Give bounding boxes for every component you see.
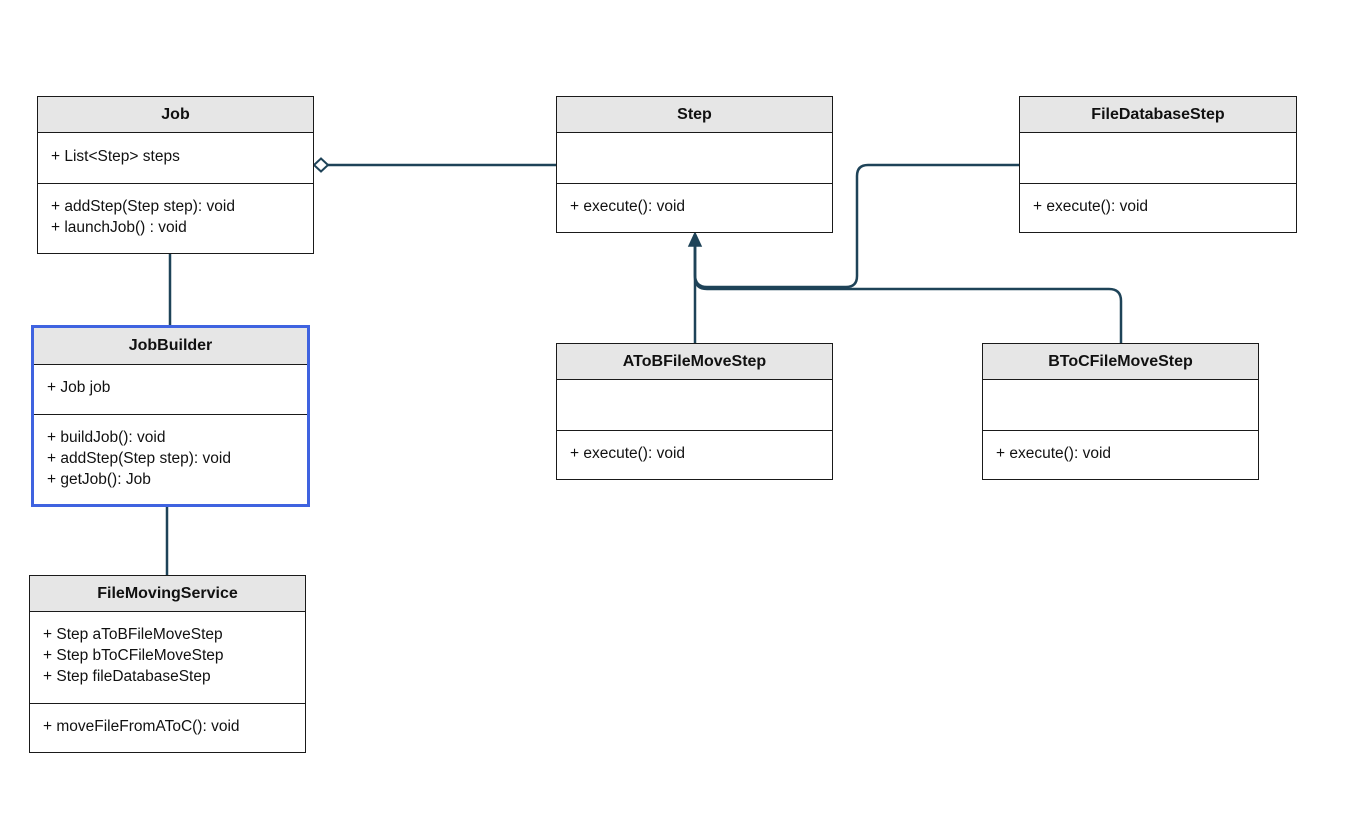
class-a-to-b-file-move-step-attributes (557, 380, 832, 431)
class-file-database-step-methods: + execute(): void (1020, 184, 1296, 217)
class-step-name: Step (557, 97, 832, 133)
aggregation-diamond-icon (312, 157, 330, 173)
attribute: + Step fileDatabaseStep (43, 668, 211, 685)
class-job-methods: + addStep(Step step): void + launchJob()… (38, 184, 313, 238)
class-job-builder-methods: + buildJob(): void + addStep(Step step):… (34, 415, 307, 490)
class-job-attributes: + List<Step> steps (38, 133, 313, 184)
class-job[interactable]: Job + List<Step> steps + addStep(Step st… (37, 96, 314, 254)
class-job-builder-name: JobBuilder (34, 328, 307, 365)
class-step[interactable]: Step + execute(): void (556, 96, 833, 233)
class-file-moving-service-attributes: + Step aToBFileMoveStep + Step bToCFileM… (30, 612, 305, 704)
class-job-name: Job (38, 97, 313, 133)
class-step-methods: + execute(): void (557, 184, 832, 217)
class-file-database-step-name: FileDatabaseStep (1020, 97, 1296, 133)
class-b-to-c-file-move-step-name: BToCFileMoveStep (983, 344, 1258, 380)
attribute: + Step bToCFileMoveStep (43, 647, 224, 664)
class-file-database-step[interactable]: FileDatabaseStep + execute(): void (1019, 96, 1297, 233)
class-file-moving-service-methods: + moveFileFromAToC(): void (30, 704, 305, 737)
class-b-to-c-file-move-step[interactable]: BToCFileMoveStep + execute(): void (982, 343, 1259, 480)
method: + buildJob(): void (47, 429, 166, 446)
class-file-moving-service[interactable]: FileMovingService + Step aToBFileMoveSte… (29, 575, 306, 753)
class-job-builder[interactable]: JobBuilder + Job job + buildJob(): void … (31, 325, 310, 507)
attribute: + List<Step> steps (51, 148, 180, 165)
class-a-to-b-file-move-step-methods: + execute(): void (557, 431, 832, 464)
class-b-to-c-file-move-step-methods: + execute(): void (983, 431, 1258, 464)
method: + moveFileFromAToC(): void (43, 718, 240, 735)
method: + addStep(Step step): void (51, 198, 235, 215)
class-a-to-b-file-move-step-name: AToBFileMoveStep (557, 344, 832, 380)
class-file-moving-service-name: FileMovingService (30, 576, 305, 612)
method: + getJob(): Job (47, 471, 151, 488)
method: + execute(): void (570, 198, 686, 215)
method: + execute(): void (996, 445, 1112, 462)
class-step-attributes (557, 133, 832, 184)
class-job-builder-attributes: + Job job (34, 365, 307, 415)
method: + execute(): void (1033, 198, 1149, 215)
class-b-to-c-file-move-step-attributes (983, 380, 1258, 431)
attribute: + Job job (47, 379, 111, 396)
inheritance-arrowhead-icon (687, 231, 703, 247)
generalization-line-btoc-step[interactable] (693, 244, 1123, 344)
class-a-to-b-file-move-step[interactable]: AToBFileMoveStep + execute(): void (556, 343, 833, 480)
method: + execute(): void (570, 445, 686, 462)
class-file-database-step-attributes (1020, 133, 1296, 184)
generalization-line-filedatabasestep-step[interactable] (693, 163, 1020, 289)
method: + addStep(Step step): void (47, 450, 231, 467)
method: + launchJob() : void (51, 219, 187, 236)
attribute: + Step aToBFileMoveStep (43, 626, 223, 643)
